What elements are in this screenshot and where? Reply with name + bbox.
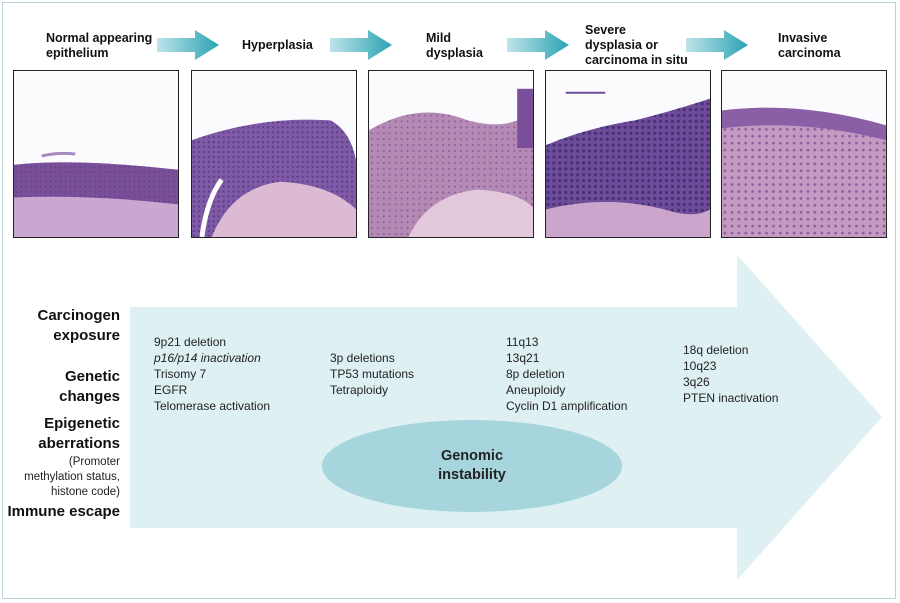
genetic-item: Trisomy 7 xyxy=(154,367,207,381)
genetic-item: 10q23 xyxy=(683,359,717,373)
genetic-item: Telomerase activation xyxy=(154,399,271,413)
genetic-item: 11q13 xyxy=(506,335,539,349)
genetic-item: p16/p14 inactivation xyxy=(154,351,261,365)
histology-image-severe-dysplasia xyxy=(545,70,711,238)
histology-image-mild-dysplasia xyxy=(368,70,534,238)
stage-arrow-2 xyxy=(330,30,392,60)
genetic-item: 3p deletions xyxy=(330,351,395,365)
genetic-item: Aneuploidy xyxy=(506,383,566,397)
genetic-item: 3q26 xyxy=(683,375,710,389)
genetic-list-early: 9p21 deletion p16/p14 inactivation Triso… xyxy=(154,334,270,414)
stage-arrow-4 xyxy=(686,30,748,60)
genetic-list-invasive: 18q deletion 10q23 3q26 PTEN inactivatio… xyxy=(683,342,778,406)
genetic-item: Tetraploidy xyxy=(330,383,389,397)
stage-label-hyperplasia: Hyperplasia xyxy=(242,38,313,52)
stage-arrow-1 xyxy=(157,30,219,60)
genetic-item: Cyclin D1 amplification xyxy=(506,399,628,413)
genetic-item: EGFR xyxy=(154,383,188,397)
label-immune-escape: Immune escape xyxy=(7,503,120,520)
stage-arrow-3 xyxy=(507,30,569,60)
genetic-item: 9p21 deletion xyxy=(154,335,227,349)
histology-image-invasive xyxy=(721,70,887,238)
genomic-instability-ellipse xyxy=(322,420,622,512)
genetic-item: TP53 mutations xyxy=(330,367,415,381)
genetic-list-severe: 11q13 13q21 8p deletion Aneuploidy Cycli… xyxy=(506,334,627,414)
histology-image-hyperplasia xyxy=(191,70,357,238)
genetic-item: PTEN inactivation xyxy=(683,391,779,405)
genetic-list-mild: 3p deletions TP53 mutations Tetraploidy xyxy=(330,350,414,398)
genetic-item: 8p deletion xyxy=(506,367,565,381)
genetic-item: 13q21 xyxy=(506,351,540,365)
genetic-item: 18q deletion xyxy=(683,343,749,357)
histology-image-normal xyxy=(13,70,179,238)
